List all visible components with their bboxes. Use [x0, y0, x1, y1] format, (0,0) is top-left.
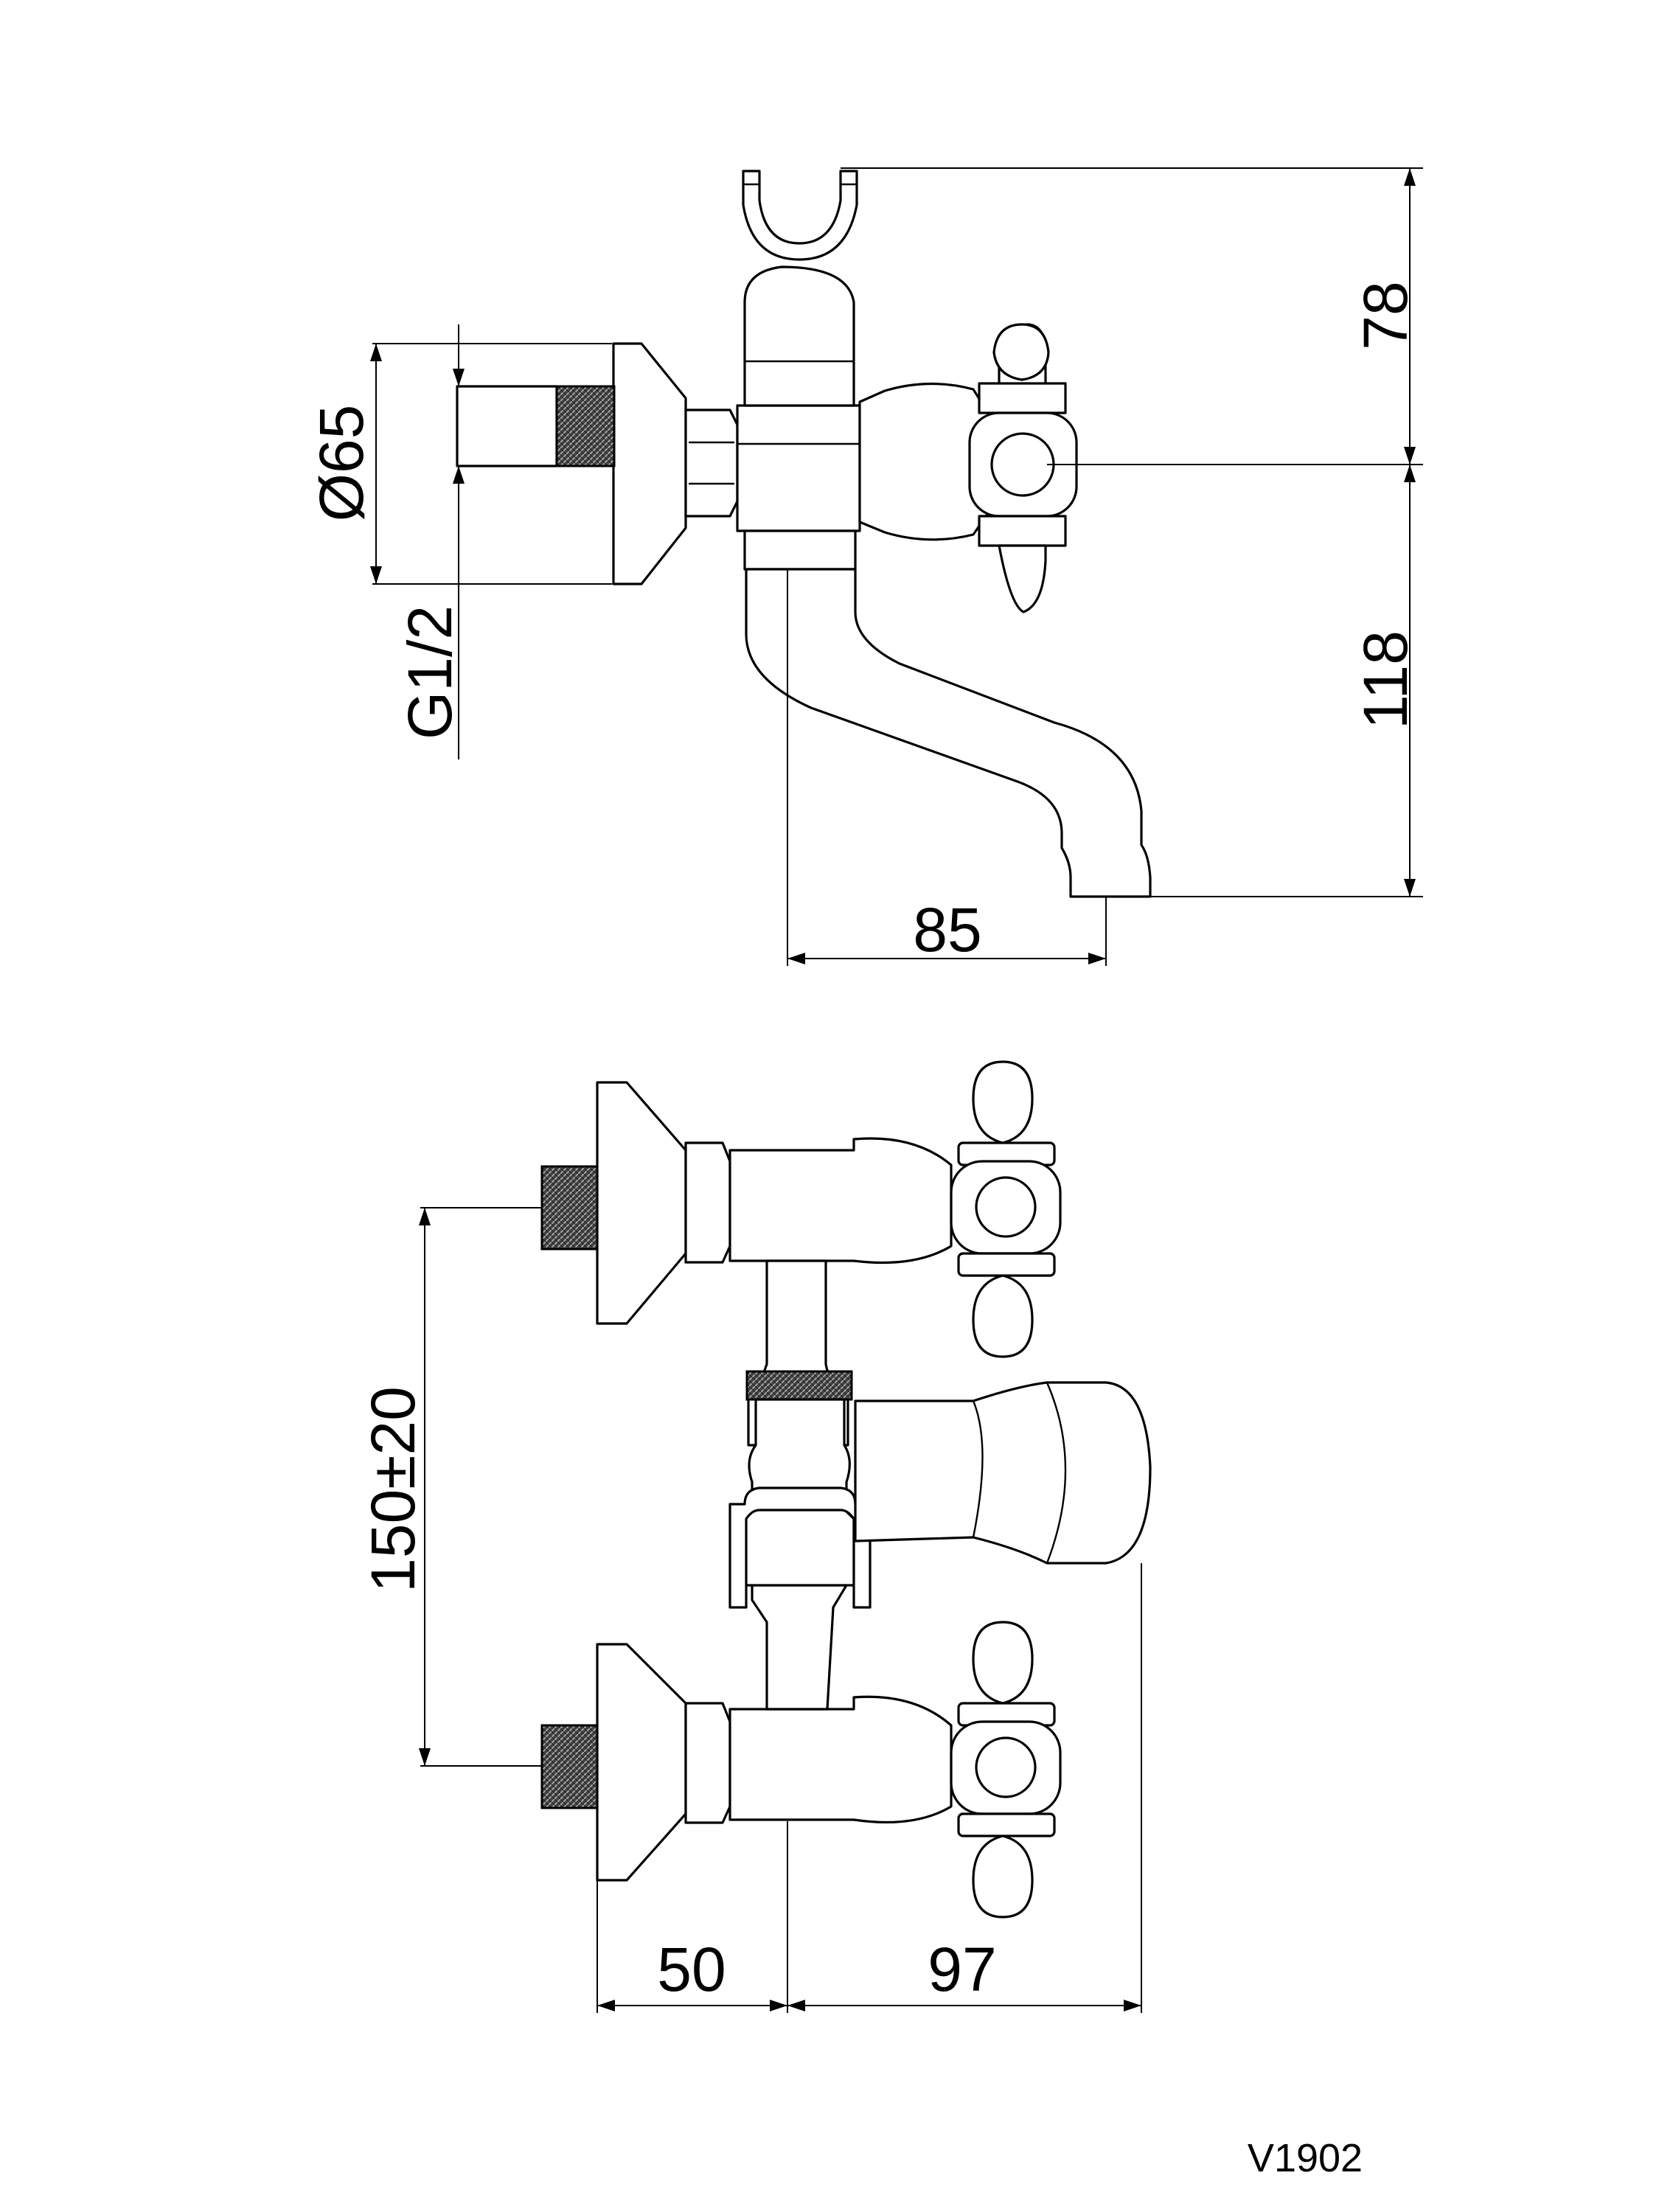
upper-column	[743, 265, 855, 407]
model-code: V1902	[1248, 2136, 1363, 2180]
cross-upper-top-lobe	[972, 1060, 1034, 1144]
hex-nut	[684, 408, 739, 518]
knob-center	[990, 432, 1055, 497]
dim-85-label: 85	[913, 895, 981, 964]
dimension-lines	[370, 167, 1423, 2013]
cross-handle-bottom	[998, 544, 1047, 613]
body	[736, 404, 861, 532]
flange-upper	[596, 1081, 687, 1325]
cross-upper-bottom-lobe	[972, 1274, 1034, 1358]
knob-upper-center	[975, 1176, 1037, 1238]
valve-body-lower	[728, 1695, 953, 1823]
spout	[745, 568, 1152, 898]
flange-lower	[596, 1643, 687, 1882]
diverter-thread	[745, 1370, 853, 1401]
thread-stub	[456, 385, 558, 467]
dim-118-label: 118	[1351, 630, 1420, 729]
dim-150-label: 150±20	[358, 1386, 428, 1593]
side-view	[456, 170, 1152, 898]
shower-holder-front	[728, 1486, 872, 1609]
thread-knurl	[555, 385, 616, 467]
dim-78-label: 78	[1351, 281, 1420, 349]
cross-handle-upper-lobe	[992, 323, 1050, 381]
valve-body-upper	[728, 1137, 953, 1265]
wall-flange	[612, 342, 687, 585]
front-view	[540, 1060, 1152, 1919]
dim-diameter-label: Ø65	[307, 405, 376, 522]
dim-50-label: 50	[657, 1935, 726, 2004]
knob-lower-center	[975, 1736, 1037, 1798]
cross-lower-top-lobe	[972, 1621, 1034, 1705]
shower-holder	[742, 170, 858, 261]
cross-lower-bottom-lobe	[972, 1834, 1034, 1919]
inlet-thread-lower	[540, 1724, 599, 1809]
spout-front	[854, 1381, 1152, 1565]
inlet-thread-upper	[540, 1165, 599, 1251]
dim-97-label: 97	[928, 1935, 996, 2004]
dim-thread-label: G1/2	[395, 605, 465, 740]
lower-body	[743, 529, 857, 571]
